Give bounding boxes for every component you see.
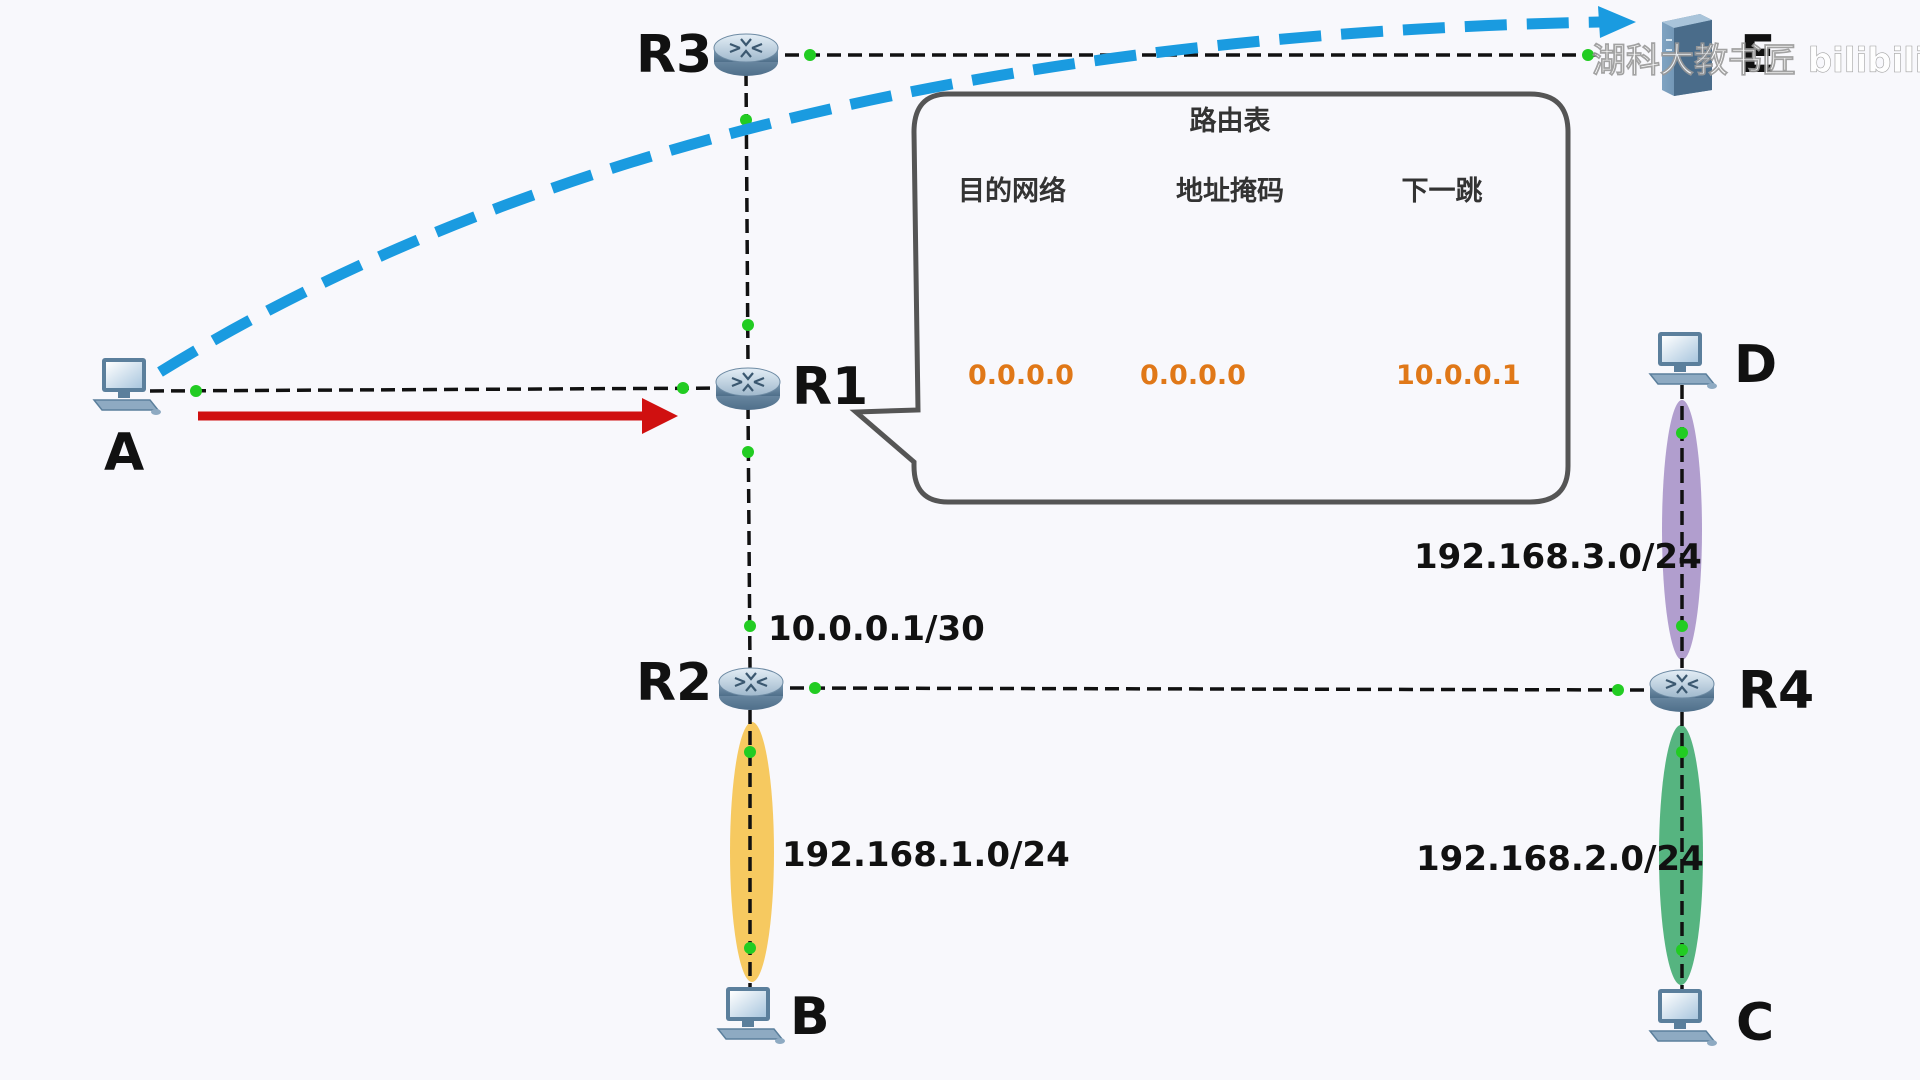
port-dot — [677, 382, 689, 394]
port-dot — [804, 49, 816, 61]
port-dot — [809, 682, 821, 694]
node-label-r3: R3 — [636, 25, 712, 85]
port-dot — [1582, 49, 1594, 61]
node-label-b: B — [790, 987, 830, 1047]
port-dot — [744, 746, 756, 758]
server-icon[interactable] — [1662, 14, 1712, 96]
subnet-c-highlight — [1659, 725, 1703, 985]
routing-table-callout: 路由表 目的网络 地址掩码 下一跳 0.0.0.0 0.0.0.0 10.0.0… — [849, 91, 1571, 505]
port-dot — [1676, 746, 1688, 758]
node-label-d: D — [1734, 335, 1777, 395]
routing-table-cell-nexthop: 10.0.0.1 — [1396, 360, 1521, 391]
link-r2-r4 — [789, 686, 1649, 692]
port-dot — [740, 114, 752, 126]
port-dot — [1612, 684, 1624, 696]
path-a-to-e-arrow — [157, 16, 1601, 377]
node-label-r4: R4 — [1738, 661, 1814, 721]
port-dot — [742, 319, 754, 331]
subnet-d-highlight — [1662, 400, 1702, 660]
node-label-a: A — [104, 423, 144, 483]
red-arrowhead — [642, 398, 678, 434]
pc-icon[interactable] — [1649, 988, 1718, 1047]
watermark: 湖科大教书匠 bilibili — [1592, 41, 1920, 81]
routing-table-header-dest: 目的网络 — [958, 175, 1066, 207]
subnet-b-highlight — [730, 722, 774, 982]
pc-icon[interactable] — [1649, 331, 1718, 390]
router-icon[interactable] — [712, 32, 780, 78]
ip-label-r2-uplink: 10.0.0.1/30 — [768, 609, 985, 649]
router-icon[interactable] — [1648, 668, 1716, 714]
subnet-label-b: 192.168.1.0/24 — [782, 835, 1070, 875]
subnet-label-d: 192.168.3.0/24 — [1414, 537, 1702, 577]
routing-table-title: 路由表 — [1190, 105, 1271, 137]
node-label-r1: R1 — [792, 357, 868, 417]
port-dot — [190, 385, 202, 397]
link-a-r1 — [149, 386, 739, 393]
node-label-r2: R2 — [636, 653, 712, 713]
port-dot — [1676, 944, 1688, 956]
port-dot — [744, 942, 756, 954]
port-dot — [1676, 620, 1688, 632]
port-dot — [1676, 427, 1688, 439]
router-icon[interactable] — [717, 666, 785, 712]
node-label-c: C — [1736, 993, 1774, 1053]
pc-icon[interactable] — [717, 986, 786, 1045]
routing-table-header-nexthop: 下一跳 — [1402, 176, 1483, 207]
path-a-to-e-arrowhead — [1598, 6, 1636, 38]
router-icon[interactable] — [714, 366, 782, 412]
port-dot — [742, 446, 754, 458]
routing-table-cell-dest: 0.0.0.0 — [968, 360, 1074, 391]
node-label-e: E — [1740, 25, 1776, 85]
subnet-label-c: 192.168.2.0/24 — [1416, 839, 1704, 879]
port-dot — [744, 620, 756, 632]
pc-icon[interactable] — [93, 357, 162, 416]
routing-table-cell-mask: 0.0.0.0 — [1140, 360, 1246, 391]
routing-table-header-mask: 地址掩码 — [1176, 176, 1284, 207]
